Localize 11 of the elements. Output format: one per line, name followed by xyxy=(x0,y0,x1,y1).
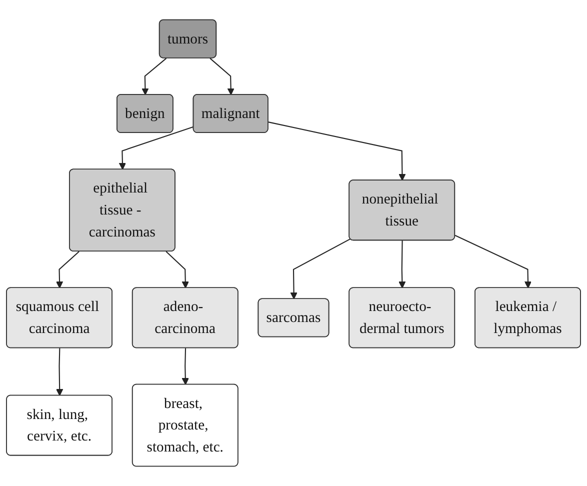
arrow xyxy=(398,240,406,288)
arrow xyxy=(454,234,532,288)
arrow xyxy=(182,348,189,385)
arrow xyxy=(210,58,234,96)
arrow xyxy=(142,58,167,96)
arrow xyxy=(166,251,189,288)
arrow xyxy=(118,126,194,170)
arrow xyxy=(56,251,80,288)
arrow xyxy=(268,122,406,181)
arrow xyxy=(290,238,351,300)
arrow xyxy=(56,348,64,396)
